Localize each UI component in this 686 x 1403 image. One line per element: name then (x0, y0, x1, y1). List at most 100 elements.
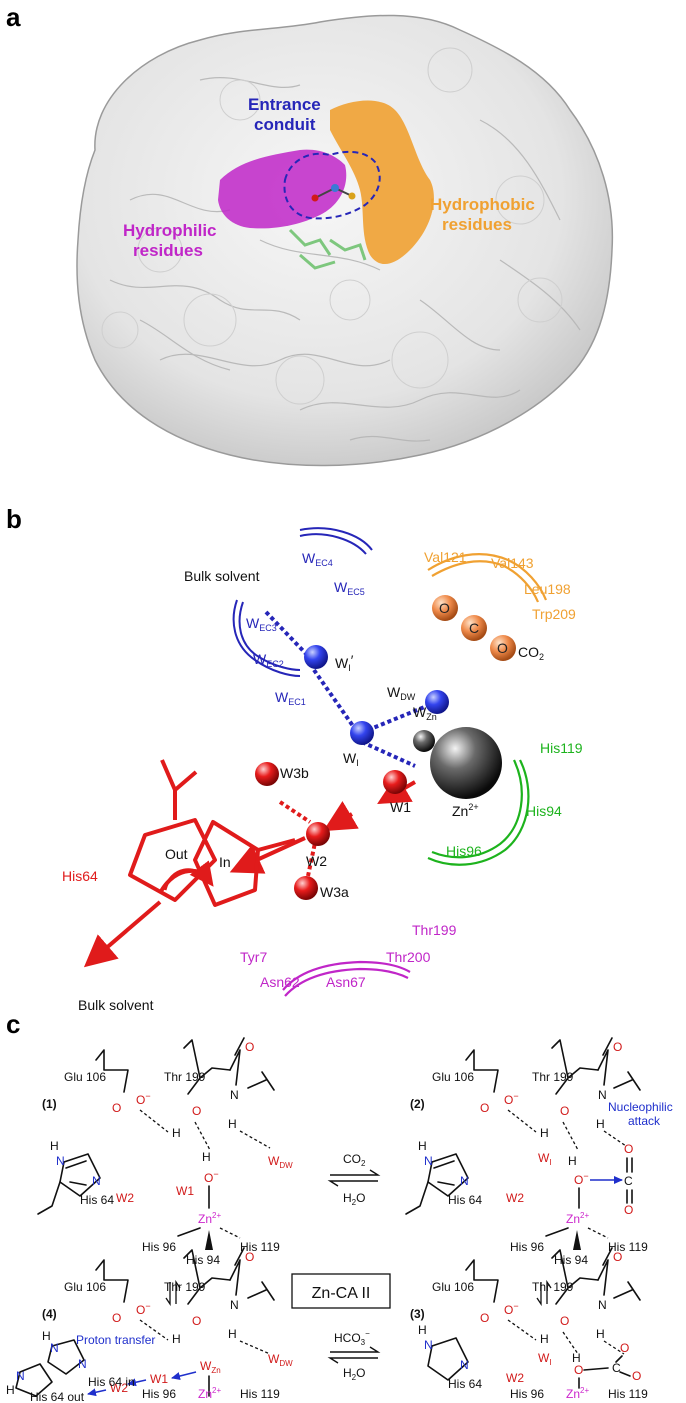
w2-sphere (306, 822, 330, 846)
s3-nh-h: H (596, 1327, 605, 1341)
s4-nh-h: H (228, 1327, 237, 1341)
s2-nucleophilic-attack: Nucleophilic attack (608, 1100, 676, 1128)
wi-sphere (350, 721, 374, 745)
co2-carbon-sphere (461, 615, 487, 641)
s4-thr-o: O (192, 1314, 201, 1328)
bulk-solvent-bottom: Bulk solvent (78, 997, 154, 1013)
s2-co2-c: C (624, 1174, 633, 1188)
s4-wzn: WZn (200, 1359, 221, 1375)
s2-carbonyl-o: O (613, 1040, 622, 1054)
in-label: In (219, 854, 231, 870)
s2-w2: W2 (506, 1191, 524, 1205)
panel-c-letter: c (6, 1009, 20, 1039)
wec3-label: WEC3 (246, 615, 277, 633)
co2-c-atom: C (469, 620, 479, 636)
h2o-product-1: H2O (343, 1191, 365, 1207)
zn-ca-ii-label: Zn-CA II (312, 1285, 371, 1302)
w3a-sphere (294, 876, 318, 900)
vertical-arrows (165, 1279, 552, 1307)
wzn-label: WZn (413, 704, 437, 722)
s1-nh-h: H (228, 1117, 237, 1131)
wec-arcs (232, 527, 373, 677)
s2-his64-n3: N (460, 1174, 469, 1188)
step-3-label: (3) (410, 1307, 425, 1321)
s1-zn: Zn2+ (198, 1211, 221, 1226)
s1-his64-n3: N (92, 1174, 101, 1188)
val121-label: Val121 (424, 549, 467, 565)
s4-his64-in-n: N (50, 1341, 59, 1355)
step-4-label: (4) (42, 1307, 57, 1321)
co2-o2-atom: O (497, 640, 508, 656)
s3-his64-label: His 64 (448, 1377, 482, 1391)
w1-label: W1 (390, 799, 411, 815)
s3-o-top: O (620, 1341, 629, 1355)
structure-3: (3) O Glu 106 Thr 199 O− O O N H H WI H … (410, 1247, 648, 1401)
his94-label: His94 (526, 803, 562, 819)
structure-2: (2) O Glu 106 Thr 199 O− O O N H H Nucle… (405, 1037, 676, 1267)
co2-oxygen-1-sphere (432, 595, 458, 621)
water-network-dotted (264, 610, 428, 768)
s1-his96: His 96 (142, 1240, 176, 1254)
co2-o1-atom: O (439, 600, 450, 616)
s2-co2-o-bottom: O (624, 1203, 633, 1217)
s3-his119: His 119 (608, 1387, 648, 1401)
s2-n: N (598, 1088, 607, 1102)
s3-glu-o: O (480, 1311, 489, 1325)
entrance-conduit-label: Entrance conduit (248, 95, 325, 134)
s3-carbonyl-o: O (613, 1250, 622, 1264)
out-label: Out (165, 846, 188, 862)
s3-o-zn: O (574, 1363, 583, 1377)
s1-glu-o: O (112, 1101, 121, 1115)
panel-b: b (6, 504, 583, 1013)
s1-n: N (230, 1088, 239, 1102)
hydrophobic-residues-label: Hydrophobic residues (430, 195, 540, 234)
his96-label: His96 (446, 843, 482, 859)
wec1-label: WEC1 (275, 689, 306, 707)
thr199-label: Thr199 (412, 922, 457, 938)
s2-his94: His 94 (554, 1253, 588, 1267)
s4-his64-in-h: H (42, 1329, 51, 1343)
s2-zn-oh-o: O− (574, 1171, 589, 1187)
s4-zn: Zn2+ (198, 1386, 221, 1401)
s1-thr199-label: Thr 199 (164, 1070, 206, 1084)
panel-b-letter: b (6, 504, 22, 534)
protein-surface (76, 14, 614, 467)
s2-glu106-label: Glu 106 (432, 1070, 474, 1084)
panel-a-letter: a (6, 2, 21, 32)
ring-flip-arrow (163, 860, 214, 891)
s2-glu-o-minus: O− (504, 1091, 519, 1107)
s3-thr199-label: Thr 199 (532, 1280, 574, 1294)
s4-glu-o: O (112, 1311, 121, 1325)
water-network-red-dotted (278, 800, 318, 877)
w2-label: W2 (306, 853, 327, 869)
s1-glu-o-minus: O− (136, 1091, 151, 1107)
s2-co2-o-top: O (624, 1142, 633, 1156)
s3-his64-n3: N (460, 1358, 469, 1372)
w3a-label: W3a (320, 884, 349, 900)
s2-oh-h: H (540, 1126, 549, 1140)
s3-his64-n1: N (424, 1338, 433, 1352)
zinc-histidine-sticks (288, 228, 367, 270)
tyr7-label: Tyr7 (240, 949, 267, 965)
s3-glu106-label: Glu 106 (432, 1280, 474, 1294)
s2-his119: His 119 (608, 1240, 648, 1254)
s4-glu106-label: Glu 106 (64, 1280, 106, 1294)
s3-zn: Zn2+ (566, 1386, 589, 1401)
s1-glu106-label: Glu 106 (64, 1070, 106, 1084)
leu198-label: Leu198 (524, 581, 571, 597)
wec2-label: WEC2 (253, 651, 284, 669)
s1-his94: His 94 (186, 1253, 220, 1267)
s1-oh-h: H (172, 1126, 181, 1140)
s1-carbonyl-o: O (245, 1040, 254, 1054)
wec5-label: WEC5 (334, 579, 365, 597)
structure-1: (1) O Glu 106 Thr 199 O− O O N H H WDW H… (37, 1037, 293, 1267)
thr200-label: Thr200 (386, 949, 431, 965)
s3-his96: His 96 (510, 1387, 544, 1401)
s3-his64-h: H (418, 1323, 427, 1337)
step-1-label: (1) (42, 1097, 57, 1111)
w3b-sphere (255, 762, 279, 786)
s3-h: H (572, 1351, 581, 1365)
wdw-label: WDW (387, 684, 416, 702)
wec4-label: WEC4 (302, 550, 333, 568)
